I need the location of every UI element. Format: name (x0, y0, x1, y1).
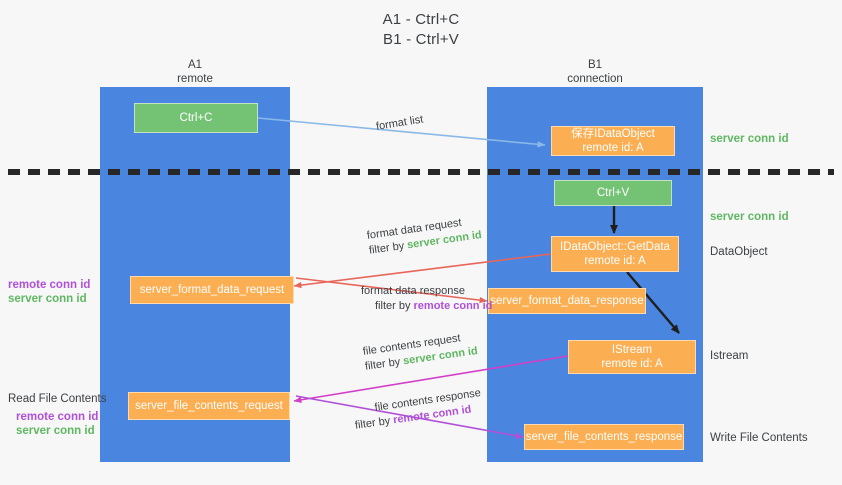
node-server-format-data-response-label: server_format_data_response (490, 295, 644, 307)
title-line-2: B1 - Ctrl+V (383, 31, 459, 48)
node-istream-line1: IStream (611, 344, 653, 356)
annotation-server-conn-id-mid: server conn id (710, 211, 789, 223)
annotation-remote-conn-id-bottom: remote conn id (16, 411, 99, 423)
node-server-format-data-request[interactable]: server_format_data_request (130, 276, 294, 304)
node-save-idataobject[interactable]: 保存IDataObject remote id: A (551, 126, 675, 156)
lane-header-b1: B1 connection (487, 58, 703, 86)
edge-filter-by-prefix-2: filter by (375, 300, 414, 312)
annotation-server-conn-id-left-bottom: server conn id (16, 425, 95, 437)
annotation-dataobject: DataObject (710, 246, 768, 258)
annotation-server-conn-id-top: server conn id (710, 133, 789, 145)
edge-label-file-contents-request: file contents request filter by server c… (362, 329, 479, 375)
node-idataobject-getdata-line1: IDataObject::GetData (560, 241, 670, 253)
node-server-file-contents-response[interactable]: server_file_contents_response (524, 424, 684, 450)
node-save-idataobject-line1: 保存IDataObject (571, 128, 655, 140)
lane-header-a1: A1 remote (100, 58, 290, 86)
node-ctrl-c[interactable]: Ctrl+C (134, 103, 258, 133)
node-ctrl-v[interactable]: Ctrl+V (554, 180, 672, 206)
node-server-format-data-response[interactable]: server_format_data_response (488, 288, 646, 314)
node-server-file-contents-request[interactable]: server_file_contents_request (128, 392, 290, 420)
edge-label-format-data-response-l1: format data response (361, 285, 465, 297)
node-istream-line2: remote id: A (601, 358, 663, 370)
edge-filter-key-remote-conn-id-1: remote conn id (413, 300, 493, 312)
annotation-read-file-contents: Read File Contents (8, 393, 107, 405)
edge-label-format-data-response: format data response filter by remote co… (361, 284, 492, 314)
edge-filter-by-prefix-4: filter by (354, 414, 395, 432)
node-ctrl-v-label: Ctrl+V (596, 187, 630, 199)
node-save-idataobject-line2: remote id: A (582, 142, 644, 154)
edge-label-file-contents-response: file contents response filter by remote … (352, 386, 484, 434)
edge-label-format-data-request: format data request filter by server con… (366, 213, 483, 259)
lane-b1-sub: connection (567, 73, 623, 85)
node-server-format-data-request-label: server_format_data_request (139, 284, 285, 296)
page-title: A1 - Ctrl+C B1 - Ctrl+V (0, 10, 842, 50)
edge-label-format-list: format list (375, 113, 424, 135)
annotation-istream: Istream (710, 350, 749, 362)
annotation-remote-conn-id-mid: remote conn id (8, 279, 91, 291)
annotation-write-file-contents: Write File Contents (710, 432, 808, 444)
edge-filter-by-prefix-3: filter by (364, 355, 405, 373)
node-istream[interactable]: IStream remote id: A (568, 340, 696, 374)
node-idataobject-getdata-line2: remote id: A (584, 255, 646, 267)
lane-b1-name: B1 (587, 59, 603, 71)
node-server-file-contents-response-label: server_file_contents_response (525, 431, 683, 443)
title-line-1: A1 - Ctrl+C (382, 11, 460, 28)
node-idataobject-getdata[interactable]: IDataObject::GetData remote id: A (551, 236, 679, 272)
edge-label-format-list-text: format list (375, 113, 425, 133)
lane-a1-name: A1 (187, 59, 203, 71)
lane-a1-sub: remote (177, 73, 213, 85)
edge-label-format-data-response-l2: filter by remote conn id (361, 299, 492, 314)
node-ctrl-c-label: Ctrl+C (179, 112, 213, 124)
annotation-server-conn-id-left-mid: server conn id (8, 293, 87, 305)
node-server-file-contents-request-label: server_file_contents_request (135, 400, 283, 412)
edge-filter-by-prefix-1: filter by (368, 239, 409, 257)
